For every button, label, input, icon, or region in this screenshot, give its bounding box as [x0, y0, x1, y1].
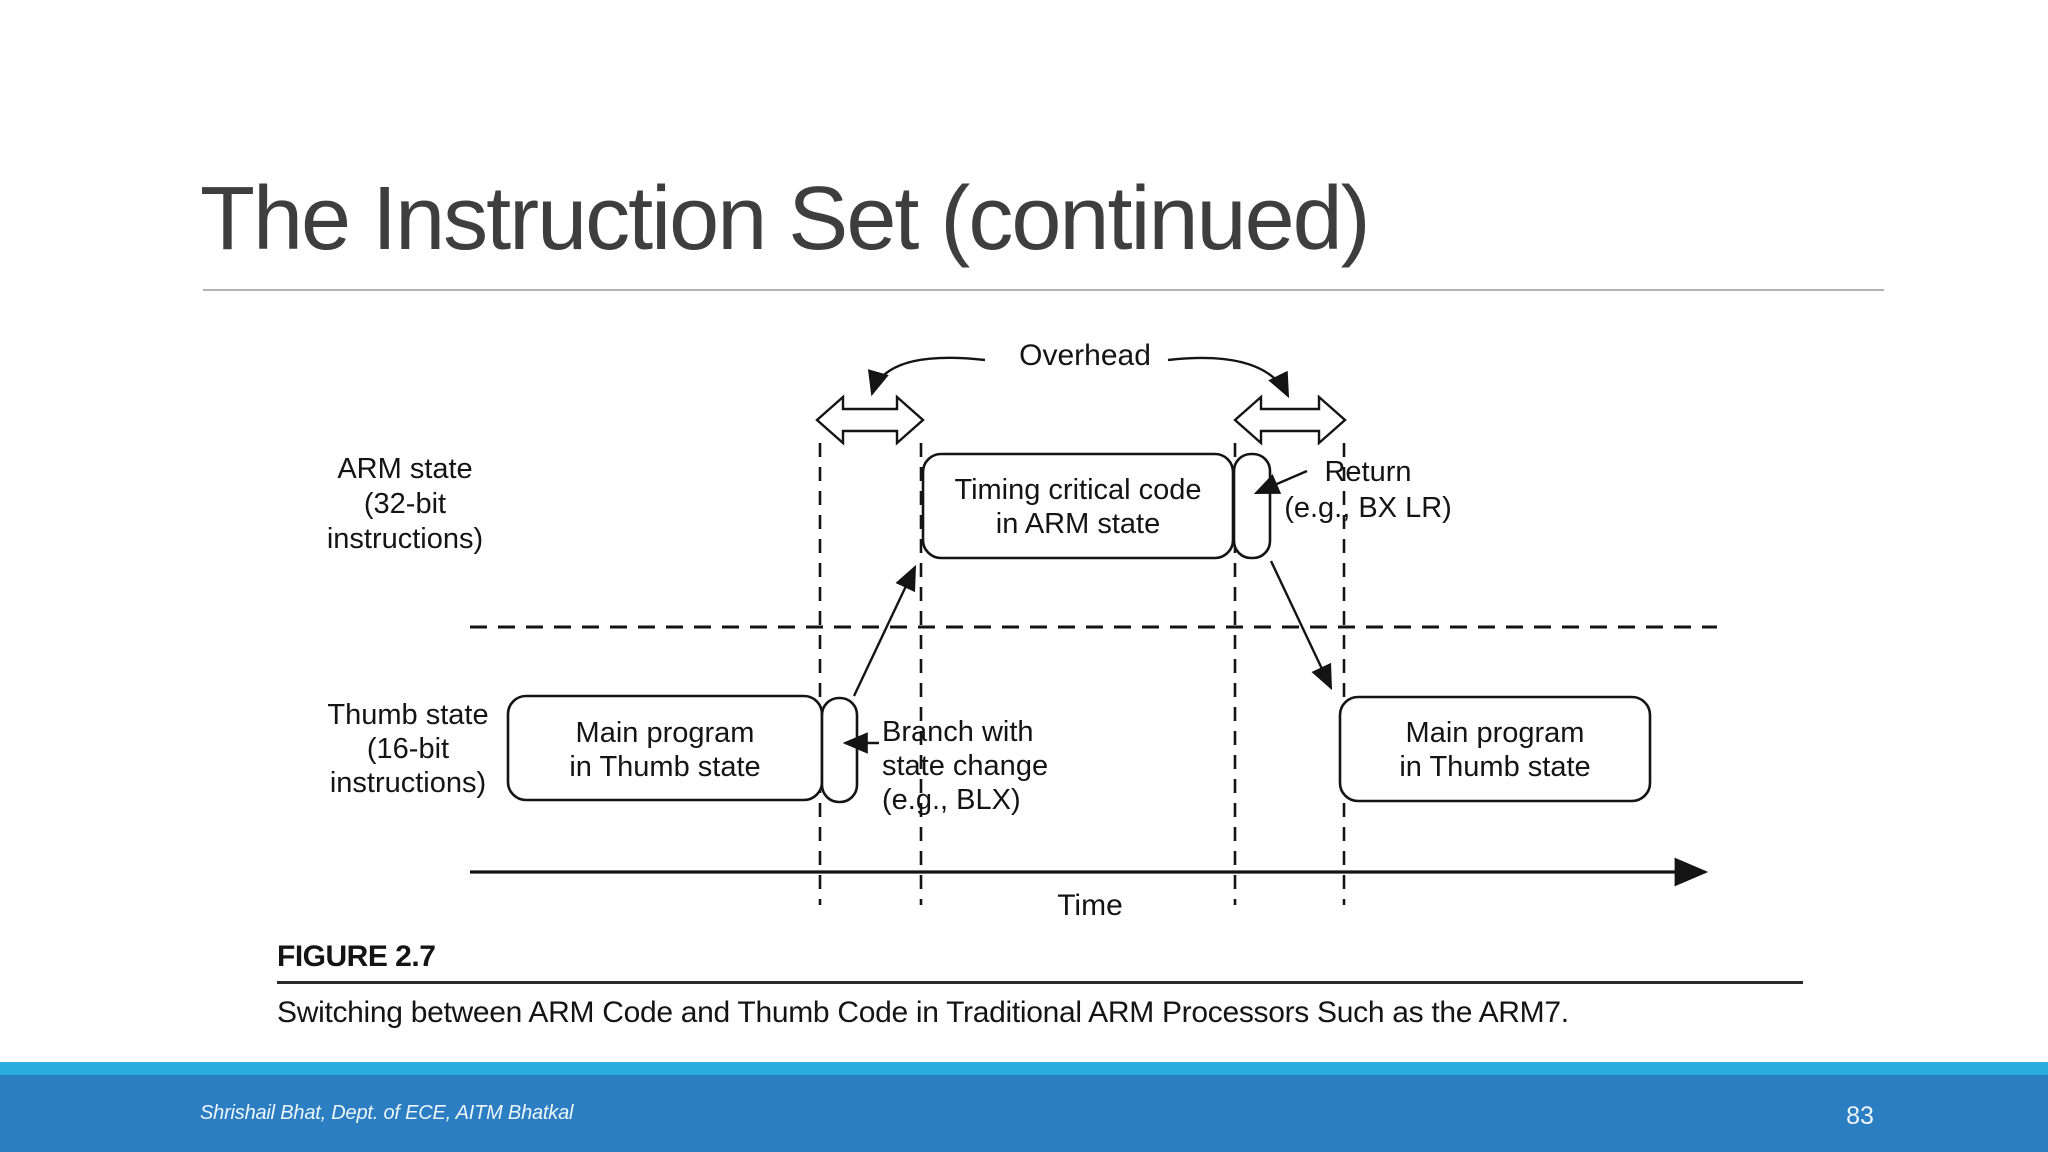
branch-note: Branch with state change (e.g., BLX): [882, 715, 1162, 817]
return-note-line1: Return: [1324, 456, 1412, 488]
page-number: 83: [1846, 1102, 1874, 1130]
return-note: Return (e.g., BX LR): [1258, 454, 1478, 526]
thumb-main-box-right: [1338, 695, 1652, 803]
arm-box-label-line2: in ARM state: [995, 508, 1161, 540]
arm-row-label: ARM state (32-bit instructions): [285, 452, 525, 557]
overhead-span-arrow-left: [815, 394, 925, 446]
thumb-box-left-line2: in Thumb state: [569, 751, 761, 783]
overhead-label: Overhead: [1019, 339, 1151, 372]
footer-bar: [0, 1075, 2048, 1152]
thumb-row-label-line3: instructions): [329, 767, 487, 799]
thumb-branch-sliver-box: [820, 696, 859, 804]
thumb-row-label: Thumb state (16-bit instructions): [288, 698, 528, 800]
arm-row-label-line2: (32-bit: [363, 488, 447, 520]
thumb-box-right-line1: Main program: [1405, 717, 1585, 749]
branch-note-line3: (e.g., BLX): [882, 784, 1021, 816]
figure-rule: [277, 981, 1803, 984]
thumb-row-label-line2: (16-bit: [366, 733, 450, 765]
overhead-pointer-right: [1167, 356, 1290, 399]
thumb-box-left-label: Main program in Thumb state: [508, 716, 822, 784]
return-to-thumb-arrow: [1269, 560, 1333, 691]
figure-label: FIGURE 2.7: [277, 940, 436, 973]
return-note-line2: (e.g., BX LR): [1284, 492, 1452, 524]
title-rule: [203, 289, 1884, 291]
figure-diagram: [470, 356, 1717, 905]
arm-box-label-line1: Timing critical code: [954, 474, 1202, 506]
footer-accent-strip: [0, 1062, 2048, 1075]
page-title: The Instruction Set (continued): [200, 169, 1371, 269]
thumb-box-left-line1: Main program: [575, 717, 755, 749]
branch-note-line1: Branch with: [882, 716, 1034, 748]
overhead-pointer-left: [867, 356, 986, 397]
branch-to-arm-arrow: [852, 564, 917, 697]
arm-row-label-line3: instructions): [326, 523, 484, 555]
footer-credit: Shrishail Bhat, Dept. of ECE, AITM Bhatk…: [200, 1102, 574, 1124]
thumb-row-label-line1: Thumb state: [327, 699, 489, 731]
figure-caption: Switching between ARM Code and Thumb Cod…: [277, 996, 1569, 1029]
branch-note-line2: state change: [882, 750, 1049, 782]
thumb-box-right-label: Main program in Thumb state: [1340, 716, 1650, 784]
thumb-box-right-line2: in Thumb state: [1399, 751, 1591, 783]
time-axis-label: Time: [1057, 889, 1123, 922]
arm-box-label: Timing critical code in ARM state: [923, 473, 1233, 541]
arm-row-label-line1: ARM state: [337, 453, 473, 485]
return-note-arrow: [1253, 469, 1308, 495]
overhead-span-arrow-right: [1233, 394, 1347, 446]
